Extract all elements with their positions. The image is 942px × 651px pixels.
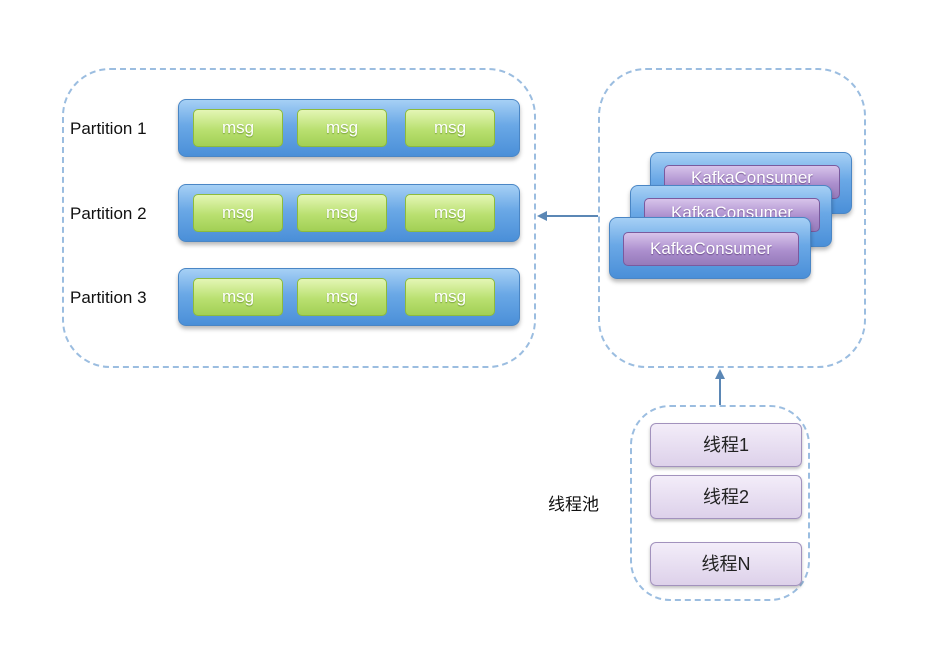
thread-n: 线程N: [650, 542, 802, 586]
consumers-group: [598, 68, 866, 368]
thread-pool-label: 线程池: [548, 495, 599, 514]
kafka-consumer-front-label: KafkaConsumer: [623, 232, 799, 266]
partition-1-label: Partition 1: [70, 119, 147, 138]
partition-2-msg-2: msg: [297, 194, 387, 232]
partition-3-label: Partition 3: [70, 288, 147, 307]
partition-2-msg-1: msg: [193, 194, 283, 232]
partition-3-msg-2: msg: [297, 278, 387, 316]
partition-2-label: Partition 2: [70, 204, 147, 223]
partition-1-msg-2: msg: [297, 109, 387, 147]
kafka-consumer-card-front: KafkaConsumer: [609, 217, 811, 279]
thread-2: 线程2: [650, 475, 802, 519]
thread-1: 线程1: [650, 423, 802, 467]
partition-2-msg-3: msg: [405, 194, 495, 232]
thread-pool-group: [630, 405, 810, 601]
partition-3-bar: msg msg msg: [178, 268, 520, 326]
partition-1-msg-3: msg: [405, 109, 495, 147]
partitions-group: [62, 68, 536, 368]
partition-3-msg-3: msg: [405, 278, 495, 316]
partition-3-msg-1: msg: [193, 278, 283, 316]
partition-2-bar: msg msg msg: [178, 184, 520, 242]
partition-1-bar: msg msg msg: [178, 99, 520, 157]
partition-1-msg-1: msg: [193, 109, 283, 147]
